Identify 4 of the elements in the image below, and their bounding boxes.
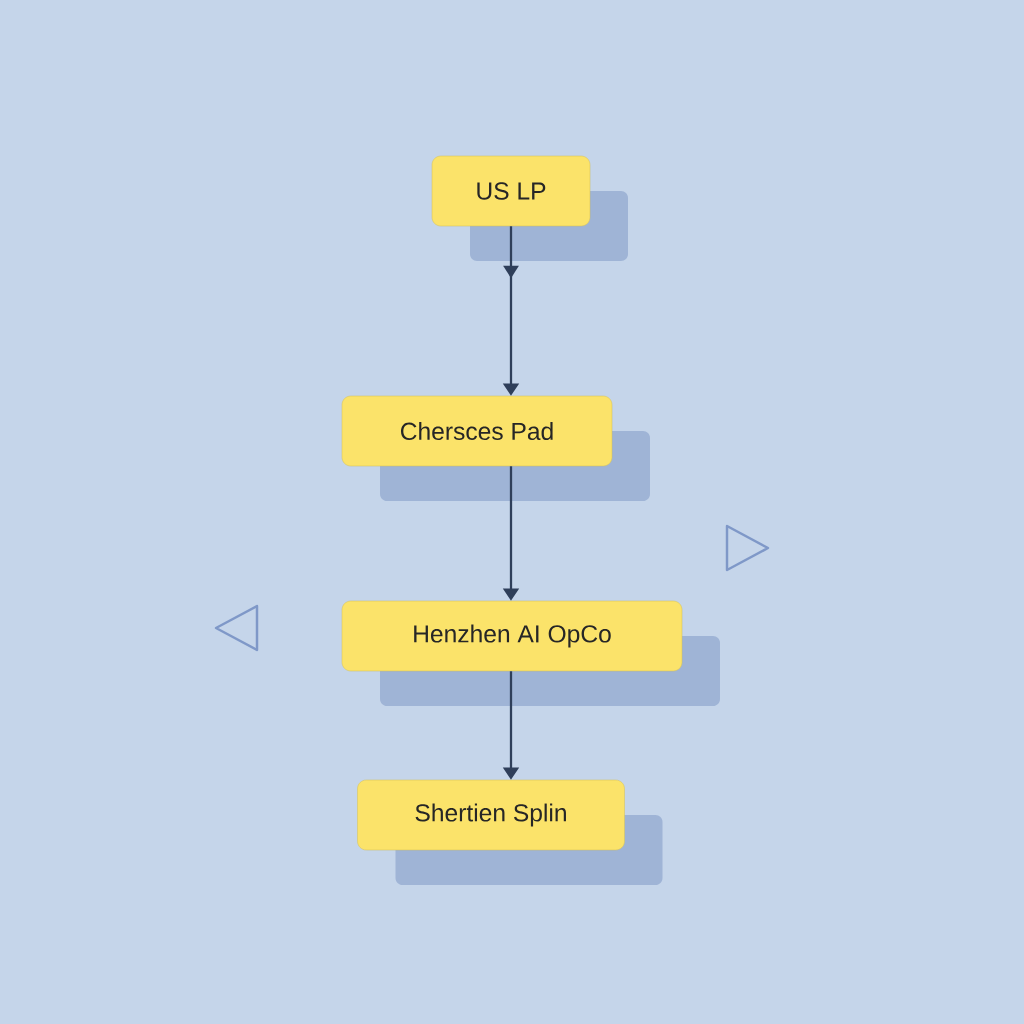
process-box: Shertien Splin: [357, 779, 625, 851]
process-box: Chersces Pad: [341, 395, 613, 467]
process-box: US LP: [431, 155, 591, 227]
process-box: Henzhen AI OpCo: [341, 600, 683, 672]
